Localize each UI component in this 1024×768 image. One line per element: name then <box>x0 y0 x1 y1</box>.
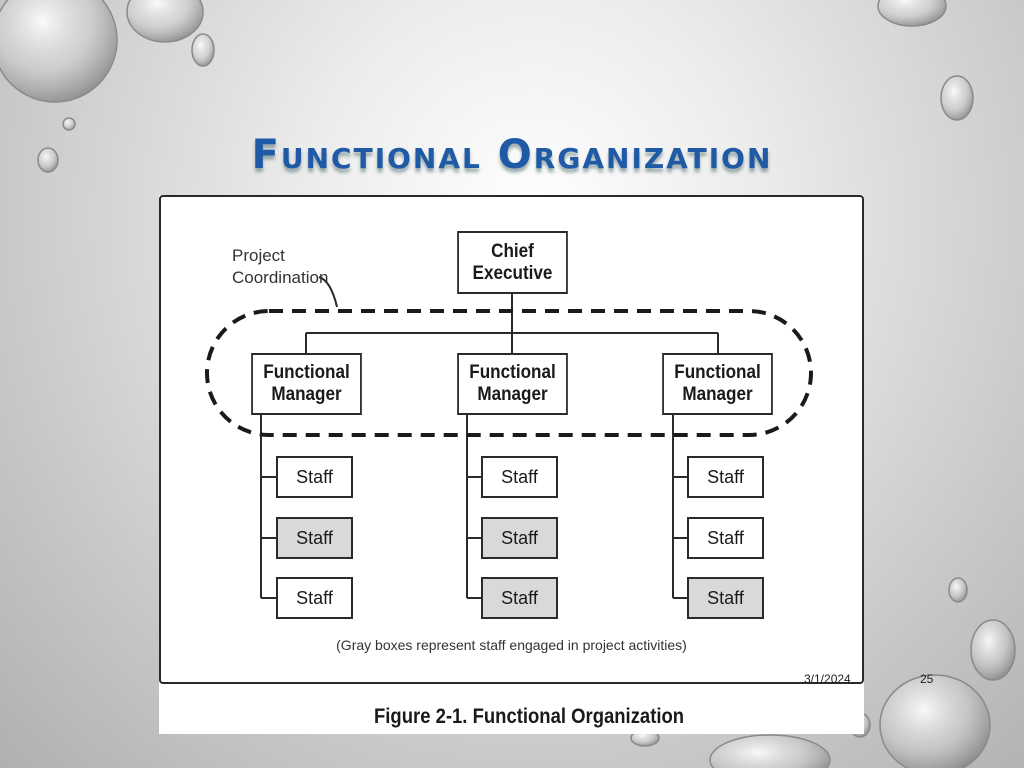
functional-manager-label: Functional Manager <box>674 362 761 405</box>
water-drop <box>970 619 1016 681</box>
staff-box: Staff <box>276 456 353 498</box>
water-drop <box>62 117 76 131</box>
project-coordination-label: Project Coordination <box>232 246 329 287</box>
water-drop <box>126 0 204 43</box>
staff-box: Staff <box>481 517 558 559</box>
water-drop <box>877 0 947 27</box>
staff-box: Staff <box>276 517 353 559</box>
staff-label: Staff <box>707 527 744 548</box>
staff-label: Staff <box>501 466 538 487</box>
functional-manager-label: Functional Manager <box>263 362 350 405</box>
staff-box: Staff <box>687 517 764 559</box>
water-drop <box>37 147 59 173</box>
water-drop <box>709 734 831 768</box>
staff-label: Staff <box>707 466 744 487</box>
chief-executive-box: Chief Executive <box>457 231 568 294</box>
functional-manager-box: Functional Manager <box>251 353 362 415</box>
staff-box: Staff <box>687 577 764 619</box>
staff-label: Staff <box>296 527 333 548</box>
staff-label: Staff <box>296 466 333 487</box>
water-drop <box>948 577 968 603</box>
org-chart-figure: Project Coordination Chief Executive Fun… <box>159 195 864 734</box>
water-drop <box>0 0 118 103</box>
staff-box: Staff <box>276 577 353 619</box>
staff-label: Staff <box>501 527 538 548</box>
staff-box: Staff <box>481 456 558 498</box>
staff-box: Staff <box>481 577 558 619</box>
coordination-leader-line <box>318 276 338 308</box>
staff-label: Staff <box>296 587 333 608</box>
functional-manager-box: Functional Manager <box>662 353 773 415</box>
staff-label: Staff <box>501 587 538 608</box>
water-drop <box>940 75 974 121</box>
slide-date: 3/1/2024 <box>804 672 851 686</box>
project-coordination-boundary <box>205 309 813 437</box>
slide-page-number: 25 <box>920 672 934 686</box>
connector-lines <box>205 276 813 599</box>
figure-caption: Figure 2-1. Functional Organization <box>374 705 685 728</box>
water-drop <box>191 33 215 67</box>
water-drop <box>879 674 991 768</box>
chief-executive-label: Chief Executive <box>472 240 553 284</box>
functional-manager-label: Functional Manager <box>469 362 556 405</box>
staff-box: Staff <box>687 456 764 498</box>
slide-title: Functional Organization <box>251 132 773 178</box>
gray-box-legend-note: (Gray boxes represent staff engaged in p… <box>336 637 687 653</box>
functional-manager-box: Functional Manager <box>457 353 568 415</box>
staff-label: Staff <box>707 587 744 608</box>
